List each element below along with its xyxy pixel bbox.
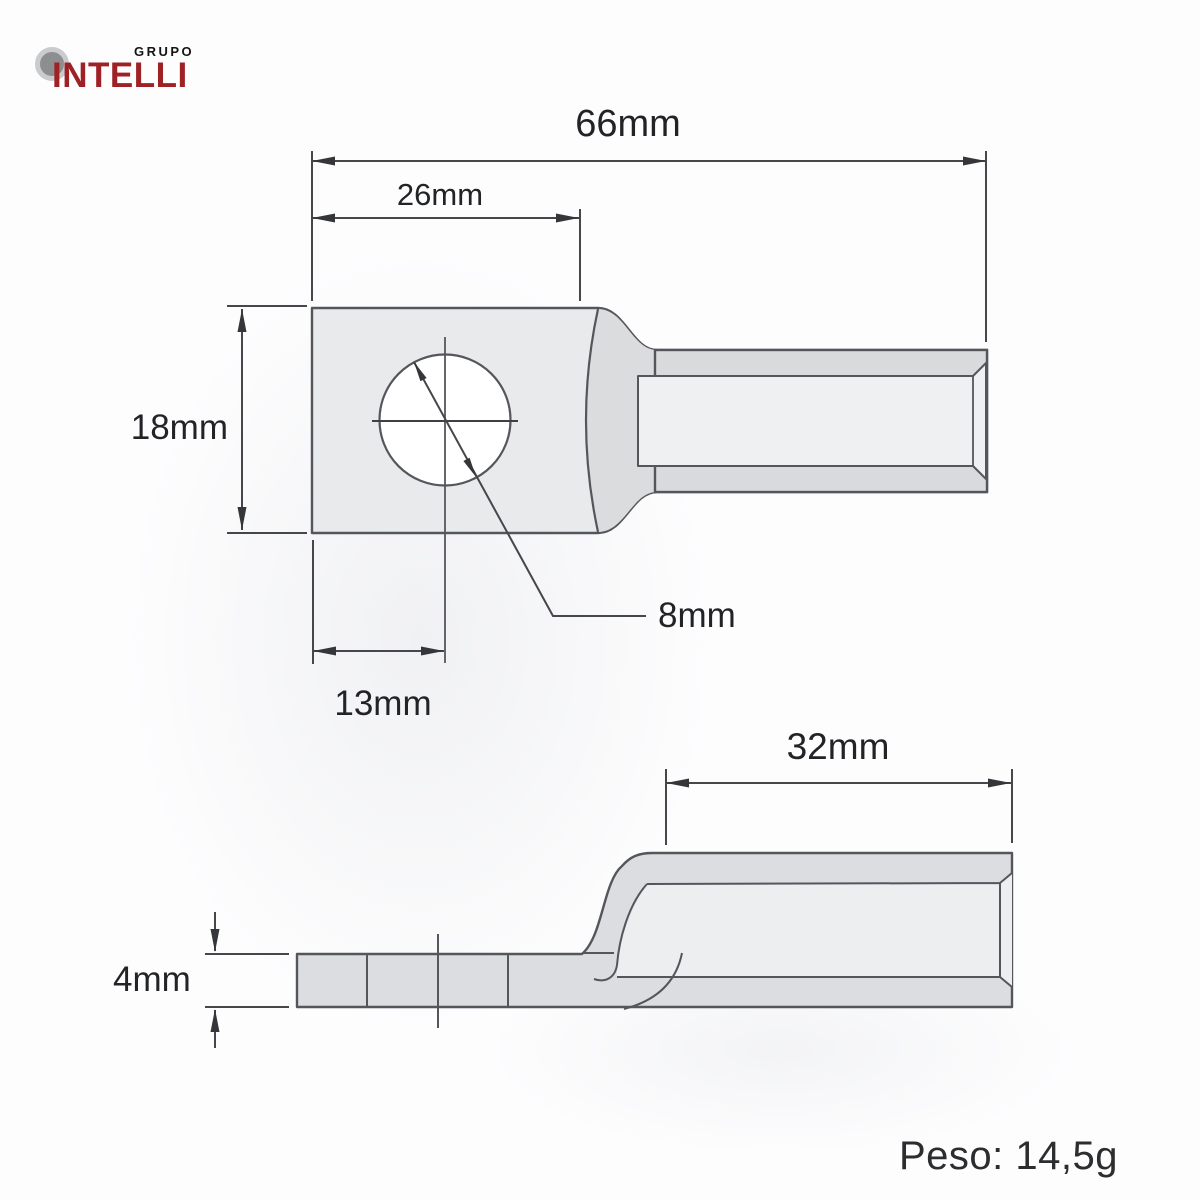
grupo-intelli-logo: GRUPO INTELLI [30, 40, 250, 100]
dim-label-palm-width: 18mm [130, 408, 228, 447]
dim-label-total-length: 66mm [575, 103, 681, 145]
hole-diameter-leader [413, 361, 646, 617]
side-view-bore-fill [616, 873, 1012, 987]
side-view-bore-entry-arc [623, 952, 683, 1010]
side-view-inner-neck-curve [593, 883, 648, 982]
dim-label-thickness: 4mm [113, 960, 191, 999]
lug-top-view-drawing [310, 306, 989, 663]
logo-circle-icon [35, 47, 69, 81]
lug-side-view-drawing [295, 851, 1014, 1028]
dim-label-barrel-length: 32mm [786, 726, 890, 767]
side-view-arrowheads [210, 778, 1011, 1032]
dim-label-hole-diameter: 8mm [658, 596, 736, 635]
weight-label: Peso: 14,5g [899, 1134, 1118, 1178]
top-view-barrel-bore [637, 362, 987, 480]
top-view-neck-region [586, 309, 657, 532]
side-view-bore-edges [617, 872, 1013, 988]
dim-label-hole-offset: 13mm [334, 684, 432, 723]
top-view-cap-arc [584, 308, 600, 533]
logo-brand-text: INTELLI [52, 56, 188, 95]
arrowhead [463, 457, 476, 477]
logo-group-text: GRUPO [134, 44, 195, 59]
arrowhead [414, 362, 427, 382]
top-view-arrowheads [237, 156, 986, 656]
dim-label-palm-length: 26mm [396, 177, 484, 212]
top-view-dimensions [227, 151, 987, 664]
